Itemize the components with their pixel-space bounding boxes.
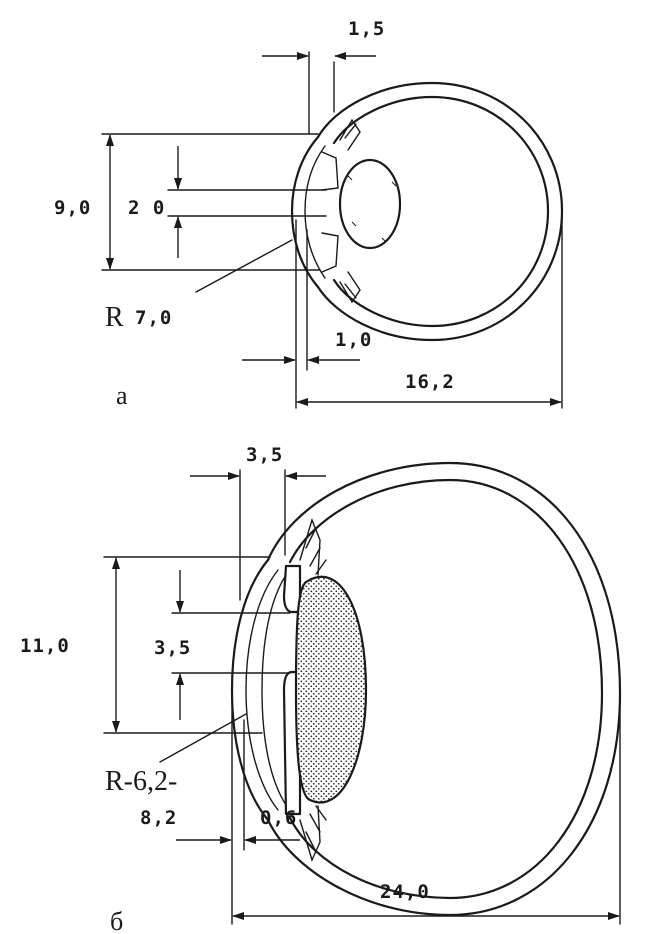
dimension-pupil-a: 2 0 <box>128 146 327 258</box>
dim-label-height-a: 9,0 <box>54 197 91 219</box>
radius-value-a: 7,0 <box>135 307 172 329</box>
dimension-length-b: 24,0 <box>232 699 621 925</box>
dimension-height-a: 9,0 <box>54 133 321 271</box>
dimension-top-b: 3,5 <box>190 444 326 601</box>
radius-line2-b: 8,2 <box>140 807 177 829</box>
radius-callout-b: R-6,2- 8,2 <box>105 713 247 829</box>
ciliary-body-a <box>339 118 361 304</box>
radius-prefix-a: R <box>105 302 124 333</box>
eye-diagram-a: 1,5 9,0 2 0 R 7,0 <box>54 18 564 410</box>
dim-label-pupil-a: 2 0 <box>128 197 165 219</box>
dim-label-top-a: 1,5 <box>348 18 385 40</box>
dimension-cornea-a: 1,0 <box>242 219 372 409</box>
dim-label-pupil-b: 3,5 <box>154 637 191 659</box>
dim-label-top-b: 3,5 <box>246 444 283 466</box>
dimension-height-b: 11,0 <box>20 556 271 734</box>
radius-callout-a: R 7,0 <box>105 239 293 333</box>
dim-label-height-b: 11,0 <box>20 635 70 657</box>
eyeball-outline-b <box>266 461 622 917</box>
cornea-a <box>290 135 326 289</box>
dimension-pupil-b: 3,5 <box>154 570 291 720</box>
radius-line1-b: R-6,2- <box>105 766 177 797</box>
dim-label-length-a: 16,2 <box>405 371 455 393</box>
dim-label-length-b: 24,0 <box>380 881 430 903</box>
dim-label-cornea-a: 1,0 <box>335 329 372 351</box>
panel-label-a: а <box>116 381 128 410</box>
cornea-b <box>230 558 287 822</box>
panel-label-b: б <box>110 907 123 934</box>
iris-a <box>321 151 339 273</box>
dimension-top-a: 1,5 <box>262 18 385 135</box>
eye-diagram-b: 3,5 11,0 3,5 R-6,2- 8,2 <box>20 444 622 934</box>
ciliary-body-b <box>299 517 327 863</box>
eyeball-outline-a <box>316 81 564 342</box>
lens-a <box>338 158 402 250</box>
lens-b <box>294 575 368 804</box>
dimension-cornea-b: 0,6 <box>176 699 300 925</box>
dim-label-cornea-b: 0,6 <box>260 807 297 829</box>
dimension-length-a: 16,2 <box>296 214 563 409</box>
